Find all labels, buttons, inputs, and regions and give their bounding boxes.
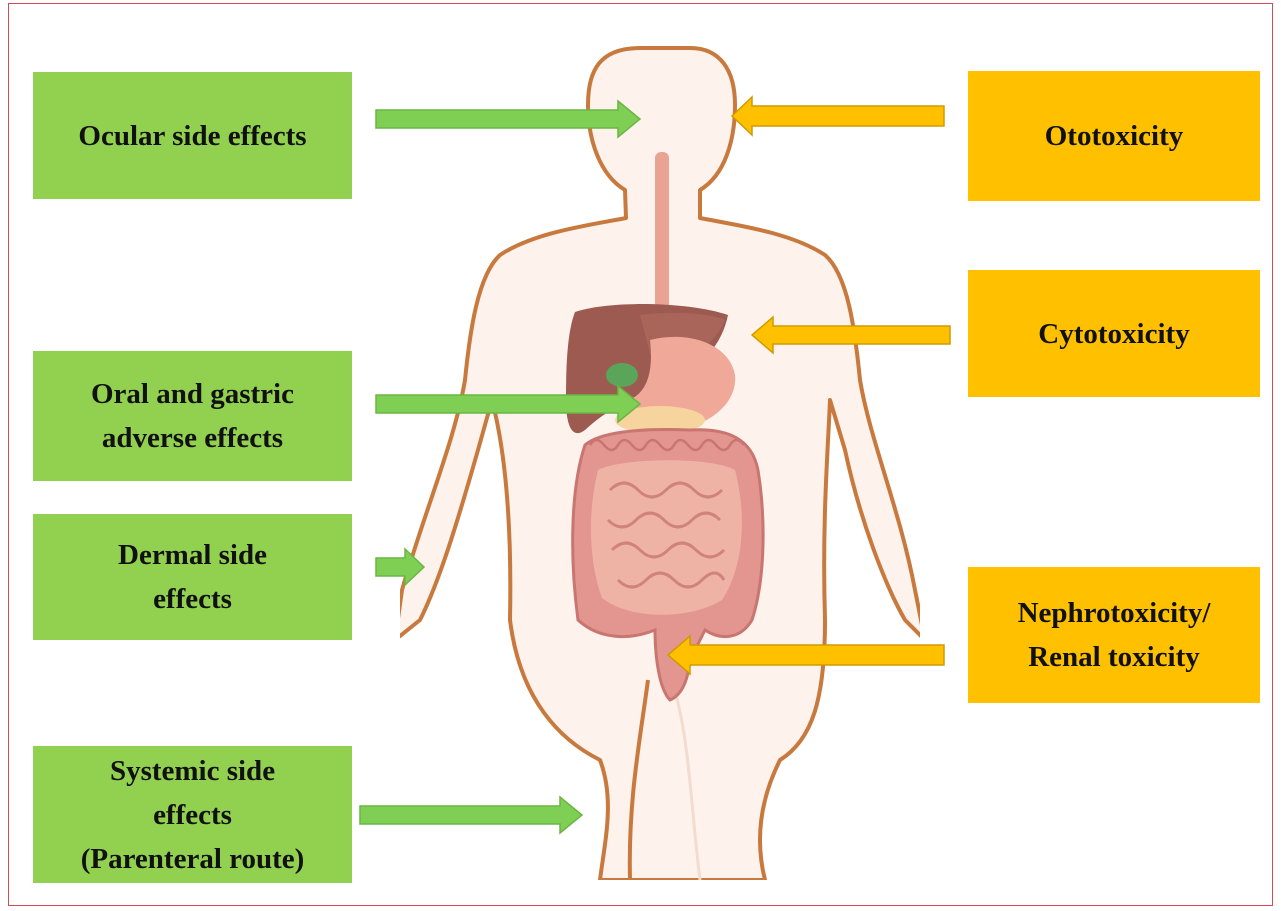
oral-gastric-effects-label: Oral and gastric adverse effects	[91, 378, 294, 454]
arrow-nephrotoxicity	[666, 634, 945, 676]
amber-arrows	[666, 95, 951, 676]
ocular-side-effects-box: Ocular side effects	[33, 72, 352, 199]
arrow-systemic	[359, 795, 584, 835]
colon-haustra	[588, 438, 745, 452]
small-intestine	[590, 460, 742, 615]
arrow-cytotoxicity	[750, 315, 951, 355]
diagram-frame	[8, 3, 1273, 906]
ototoxicity-box: Ototoxicity	[968, 71, 1260, 201]
nephrotoxicity-box: Nephrotoxicity/ Renal toxicity	[968, 567, 1260, 703]
systemic-side-effects-label: Systemic side effects (Parenteral route)	[80, 754, 305, 875]
gallbladder	[606, 363, 638, 387]
arrow-ocular	[375, 99, 642, 139]
pancreas	[615, 406, 705, 434]
arrow-oral-gastric	[375, 384, 642, 424]
esophagus	[655, 152, 669, 312]
dermal-side-effects-label: Dermal side effects	[118, 539, 267, 615]
arrow-dermal	[375, 547, 426, 587]
systemic-side-effects-box: Systemic side effects (Parenteral route)	[33, 746, 352, 883]
nephrotoxicity-label: Nephrotoxicity/ Renal toxicity	[1017, 597, 1211, 673]
ocular-side-effects-label: Ocular side effects	[78, 119, 307, 152]
cytotoxicity-label: Cytotoxicity	[1038, 317, 1190, 350]
ototoxicity-label: Ototoxicity	[1044, 120, 1184, 152]
oral-gastric-effects-box: Oral and gastric adverse effects	[33, 351, 352, 481]
cytotoxicity-box: Cytotoxicity	[968, 270, 1260, 397]
stomach	[615, 336, 736, 430]
dermal-side-effects-box: Dermal side effects	[33, 514, 352, 640]
arrow-ototoxicity	[730, 95, 945, 137]
intestine-folds	[606, 481, 726, 589]
inner-leg-line	[670, 679, 702, 880]
green-arrows	[359, 99, 642, 835]
inner-leg-line	[627, 679, 650, 880]
